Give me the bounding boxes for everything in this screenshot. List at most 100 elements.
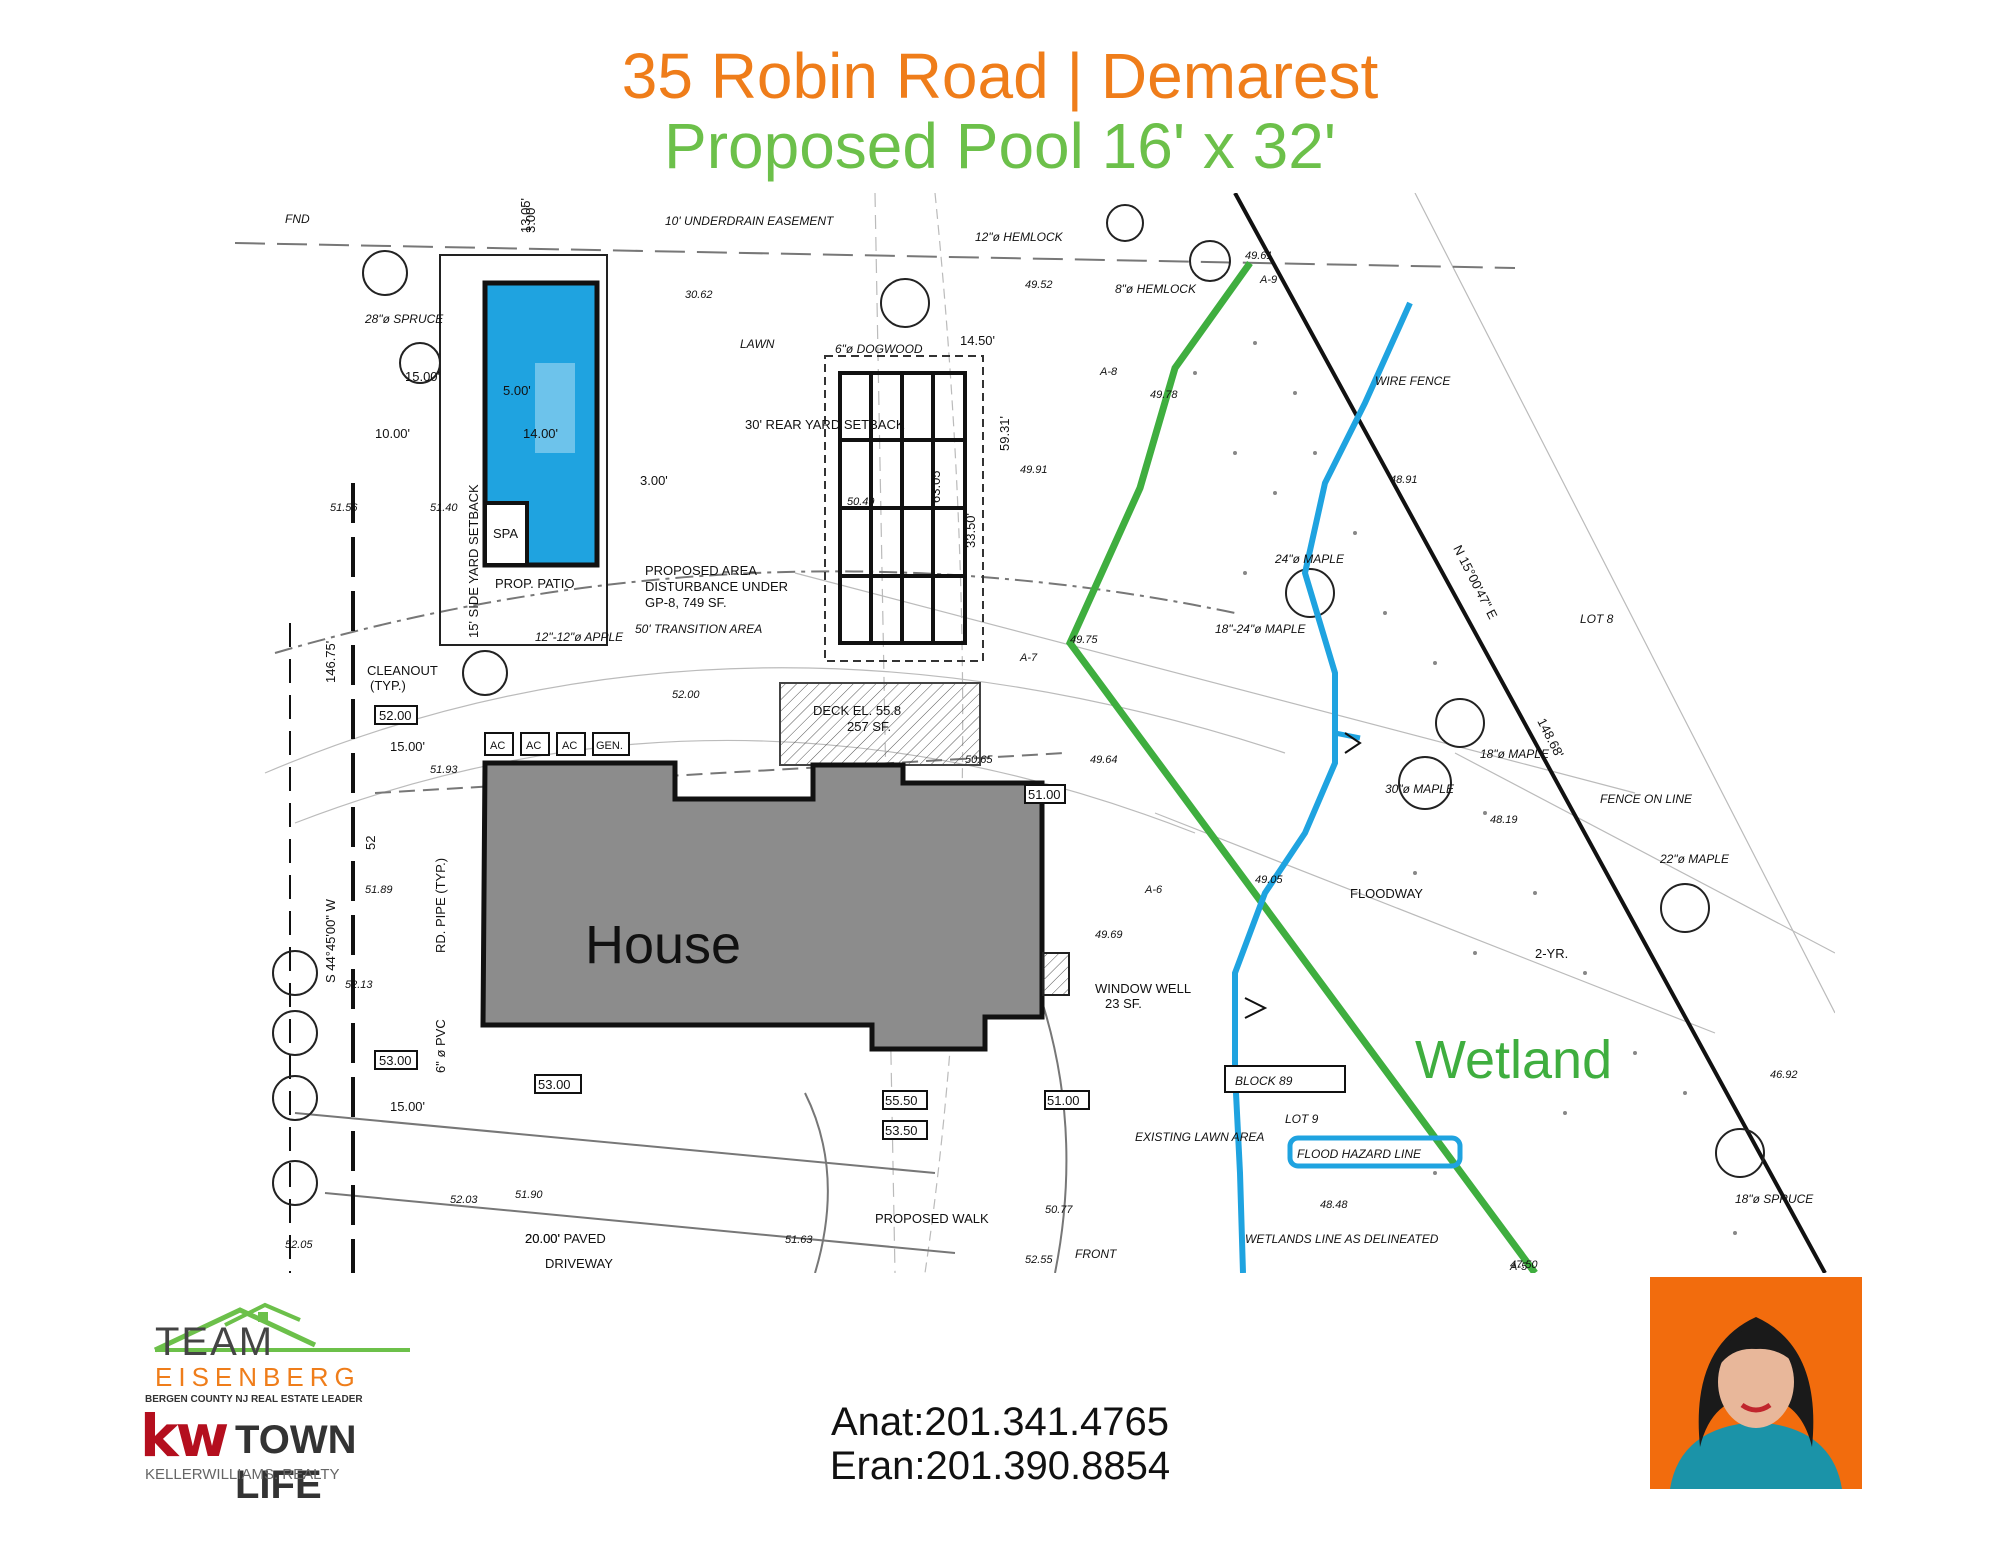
keller-williams-text: KELLERWILLIAMS. REALTY xyxy=(145,1466,340,1483)
elevation-box-label: 51.00 xyxy=(1047,1093,1080,1108)
label-apple: 12"-12"ø APPLE xyxy=(535,630,624,644)
spot-elevation-label: 48.48 xyxy=(1320,1199,1348,1211)
house-roof-icon xyxy=(153,1302,410,1353)
ac-unit-label: AC xyxy=(526,740,541,752)
spot-elevation-label: 51.89 xyxy=(365,884,393,896)
spot-elevation-label: 51.93 xyxy=(430,764,458,776)
label-fence-on-line: FENCE ON LINE xyxy=(1600,792,1693,806)
elevation-box-label: 51.00 xyxy=(1028,787,1061,802)
elevation-box-label: 53.50 xyxy=(885,1123,918,1138)
spot-elevation-label: 50.49 xyxy=(847,496,875,508)
tree-symbols xyxy=(272,204,1765,1206)
agent-portrait-icon xyxy=(1650,1277,1862,1489)
label-spa: SPA xyxy=(493,526,518,541)
label-maple-30: 30"ø MAPLE xyxy=(1385,782,1455,796)
spot-elevation-label: 50.77 xyxy=(1045,1204,1073,1216)
contact-eran: Eran:201.390.8854 xyxy=(829,1444,1171,1488)
spot-elevation-label: 49.61 xyxy=(1245,250,1273,262)
spot-elevation-label: 51.56 xyxy=(330,502,358,514)
label-cleanout-typ: (TYP.) xyxy=(370,678,406,693)
dimension-label: 20.00' xyxy=(525,1231,560,1246)
label-floodway: FLOODWAY xyxy=(1350,886,1423,901)
ac-unit-label: AC xyxy=(562,740,577,752)
label-underdrain-easement: 10' UNDERDRAIN EASEMENT xyxy=(665,214,835,228)
label-maple-22: 22"ø MAPLE xyxy=(1659,852,1730,866)
label-2yr: 2-YR. xyxy=(1535,946,1568,961)
dimension-label: 3.00' xyxy=(640,473,668,488)
dimension-label: 33.50' xyxy=(963,513,978,548)
spot-elevation-label: 48.91 xyxy=(1390,474,1418,486)
label-wire-fence: WIRE FENCE xyxy=(1375,374,1451,388)
dimension-label: 63.05' xyxy=(928,468,943,503)
label-fnd: FND xyxy=(285,212,310,226)
dimension-label: 3.00' xyxy=(523,205,538,233)
label-hemlock-12: 12"ø HEMLOCK xyxy=(975,230,1064,244)
survey-point-label: A-5 xyxy=(1509,1261,1528,1273)
spot-elevation-label: 52.13 xyxy=(345,979,373,991)
agent-photo xyxy=(1650,1277,1862,1489)
label-driveway: DRIVEWAY xyxy=(545,1256,613,1271)
label-transition-area: 50' TRANSITION AREA xyxy=(635,622,762,636)
spot-elevation-label: 49.91 xyxy=(1020,464,1048,476)
spot-elevation-label: 49.75 xyxy=(1070,634,1098,646)
spot-elevation-label: 48.19 xyxy=(1490,814,1518,826)
elevation-box-label: 52 xyxy=(363,836,378,850)
label-disturbance: DISTURBANCE UNDER xyxy=(645,579,788,594)
tagline-text: BERGEN COUNTY NJ REAL ESTATE LEADER xyxy=(145,1394,363,1405)
label-pvc: 6" ø PVC xyxy=(433,1019,448,1073)
dimension-label: 15.00' xyxy=(405,369,440,384)
label-bearing-south: S 44°45'00" W xyxy=(323,898,338,983)
elevation-box-label: 55.50 xyxy=(885,1093,918,1108)
proposed-pool-title: Proposed Pool 16' x 32' xyxy=(664,110,1336,182)
dimension-label: 5.00' xyxy=(503,383,531,398)
contact-anat: Anat:201.341.4765 xyxy=(830,1400,1170,1444)
label-window-well-sf: 23 SF. xyxy=(1105,996,1142,1011)
kw-mark: kw xyxy=(140,1402,229,1470)
dimension-label: 13.05' xyxy=(518,198,533,233)
survey-point-label: A-7 xyxy=(1019,652,1038,664)
house-footprint xyxy=(480,760,1045,1052)
label-deck-elevation: DECK EL. 55.8 xyxy=(813,703,901,718)
spot-elevation-label: 52.03 xyxy=(450,1194,478,1206)
label-paved: 20.00' PAVED xyxy=(525,1231,606,1246)
label-lot-9: LOT 9 xyxy=(1285,1112,1319,1126)
label-existing-lawn: EXISTING LAWN AREA xyxy=(1135,1130,1264,1144)
label-block-89: BLOCK 89 xyxy=(1235,1074,1293,1088)
spot-elevation-label: 49.52 xyxy=(1025,279,1053,291)
spot-elevation-label: 49.05 xyxy=(1255,874,1283,886)
town-life-text: TOWN LIFE xyxy=(235,1418,357,1507)
spot-elevation-label: 47.50 xyxy=(1510,1259,1538,1271)
spot-elevation-label: 46.92 xyxy=(1770,1069,1798,1081)
label-prop-patio: PROP. PATIO xyxy=(495,576,574,591)
pool-outline xyxy=(482,280,600,568)
elevation-box-label: 52.00 xyxy=(379,708,412,723)
spot-elevation-label: 30.62 xyxy=(685,289,713,301)
label-hemlock-8: 8"ø HEMLOCK xyxy=(1115,282,1197,296)
spot-elevation-label: 50.65 xyxy=(965,754,993,766)
label-window-well: WINDOW WELL xyxy=(1095,981,1191,996)
label-deck-area: 257 SF. xyxy=(847,719,891,734)
label-front: FRONT xyxy=(1075,1247,1118,1261)
label-cleanout: CLEANOUT xyxy=(367,663,438,678)
spot-elevation-label: 52.05 xyxy=(285,1239,313,1251)
spot-elevation-label: 52.00 xyxy=(672,689,700,701)
label-side-setback: 15' SIDE YARD SETBACK xyxy=(466,484,481,638)
spot-elevation-label: 51.63 xyxy=(785,1234,813,1246)
survey-point-label: A-6 xyxy=(1144,884,1163,896)
label-distance-south: 146.75' xyxy=(323,641,338,683)
transition-area-line xyxy=(1065,260,1538,1273)
survey-point-label: A-8 xyxy=(1099,366,1118,378)
ac-unit-label: AC xyxy=(490,740,505,752)
elevation-box-label: 53.00 xyxy=(538,1077,571,1092)
label-gp8: GP-8, 749 SF. xyxy=(645,595,727,610)
spot-elevation-label: 49.64 xyxy=(1090,754,1118,766)
survey-point-label: A-9 xyxy=(1259,274,1277,286)
label-rd-pipe: RD. PIPE (TYP.) xyxy=(433,858,448,953)
dimension-label: 15.00' xyxy=(390,1099,425,1114)
spot-elevation-label: 49.69 xyxy=(1095,929,1123,941)
generator-label: GEN. xyxy=(596,740,623,752)
label-dogwood: 6"ø DOGWOOD xyxy=(835,342,923,356)
wetland-hatch xyxy=(1193,341,1737,1235)
dimension-label: 59.31' xyxy=(997,416,1012,451)
dimension-label: 14.50' xyxy=(960,333,995,348)
